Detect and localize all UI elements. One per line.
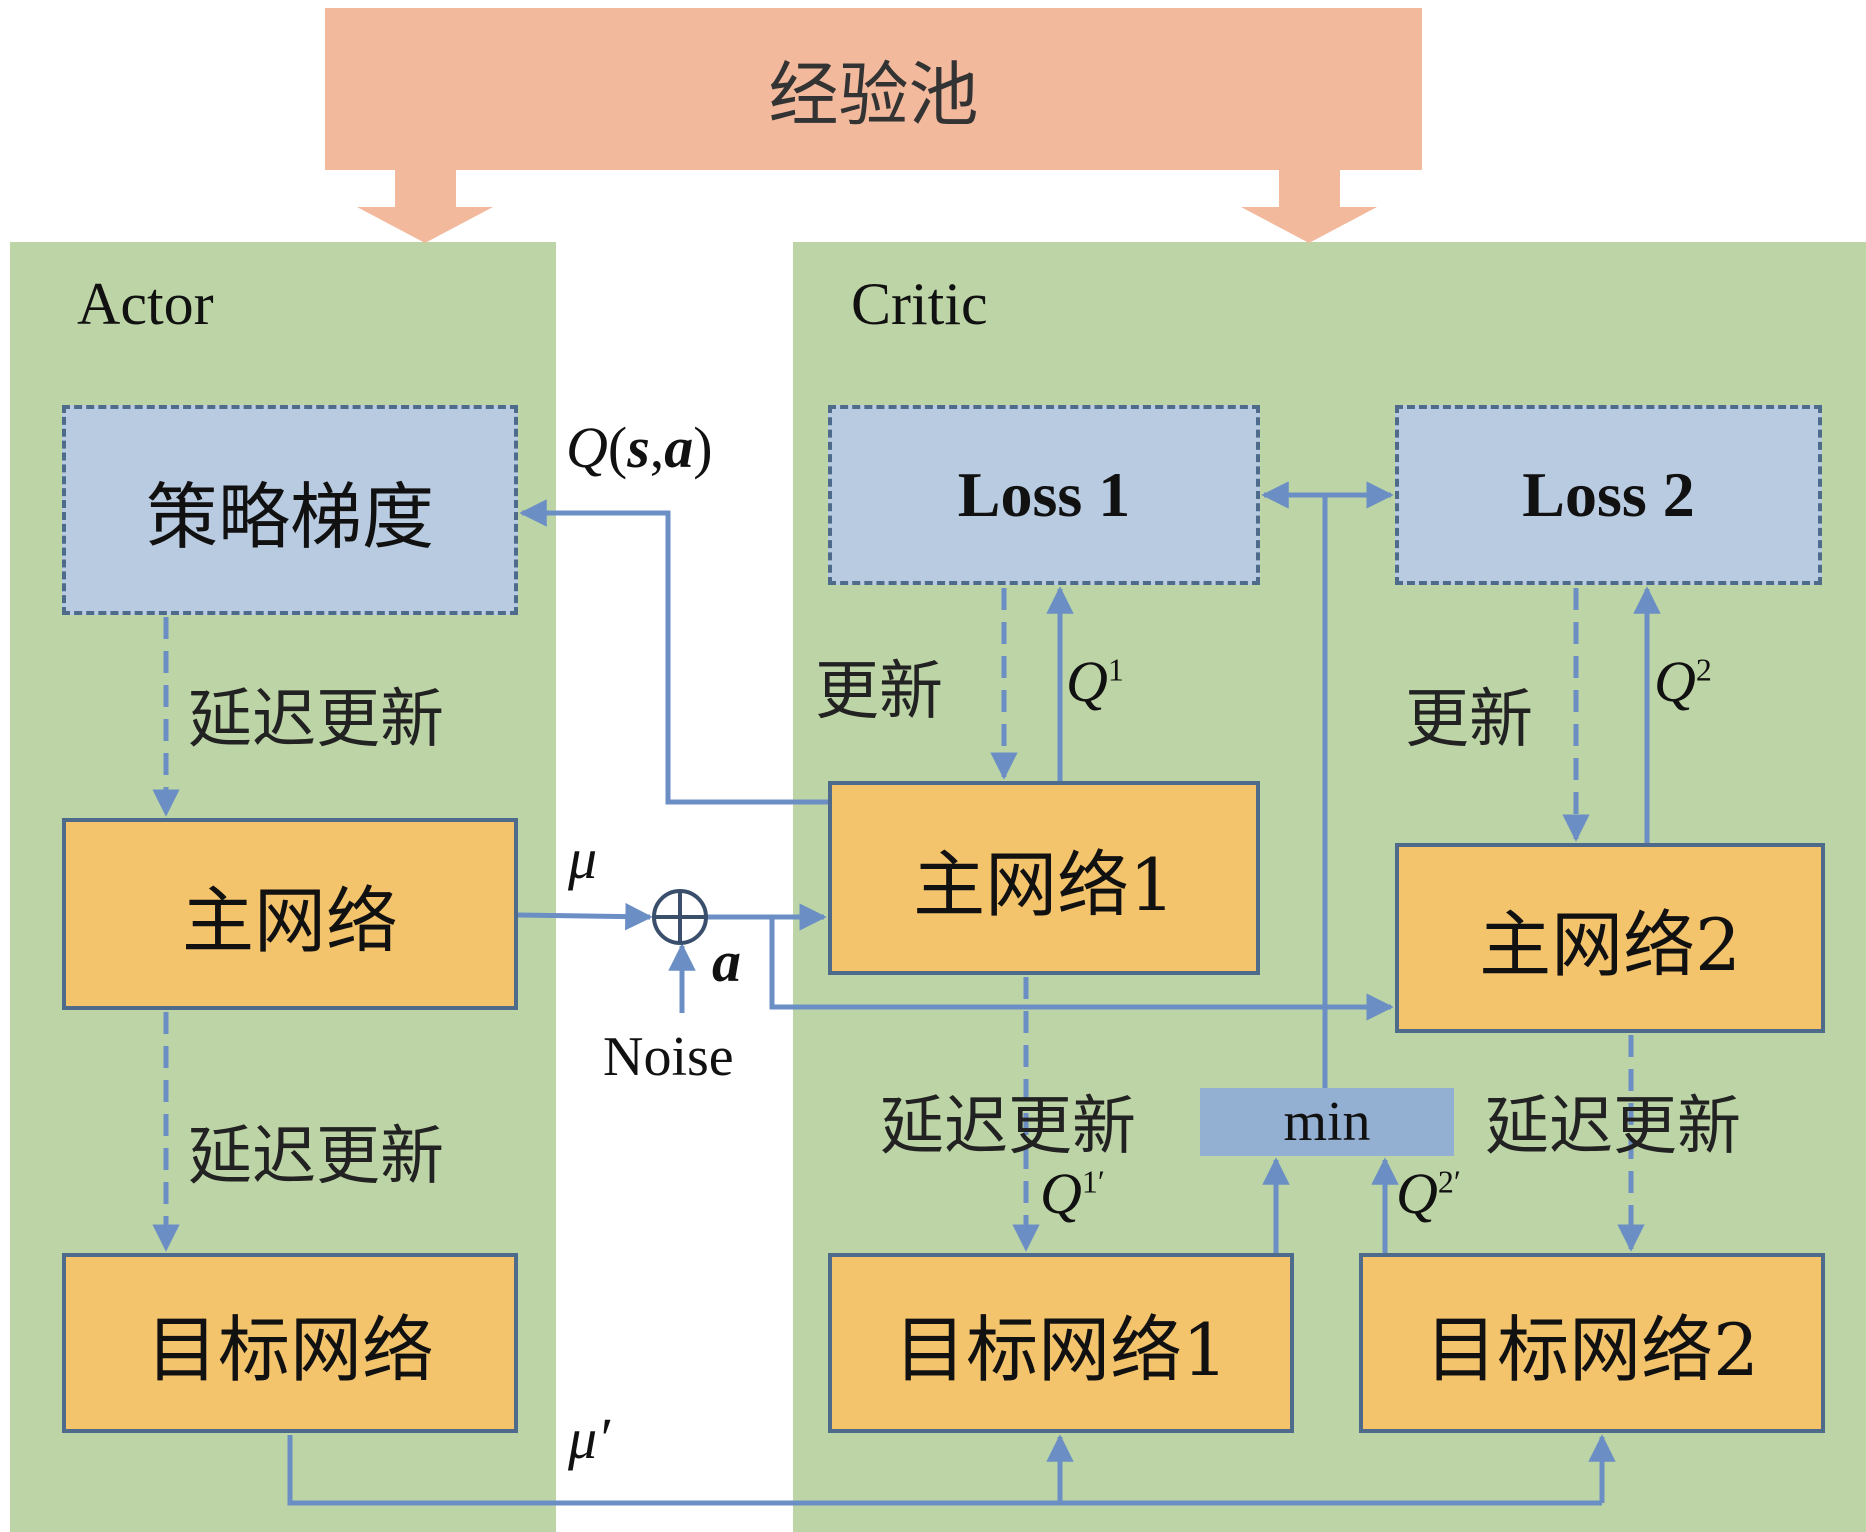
q1-base: Q (1066, 649, 1108, 714)
critic2-update-label: 更新 (1405, 683, 1533, 757)
actor-target-network-label: 目标网络 (145, 1307, 434, 1392)
loss1-box: Loss 1 (828, 405, 1260, 585)
critic-main-network1-box: 主网络1 (828, 781, 1260, 975)
critic-target-network2-box: 目标网络2 (1359, 1253, 1825, 1433)
loss2-label: Loss 2 (1522, 459, 1695, 530)
pool-to-actor-arrow (357, 170, 493, 243)
loss2-box: Loss 2 (1395, 405, 1822, 585)
mu-label: μ (568, 826, 598, 891)
critic-main-network2-box: 主网络2 (1395, 843, 1825, 1033)
q-sa-s: s (627, 415, 650, 480)
policy-gradient-box: 策略梯度 (62, 405, 518, 615)
q2-prime-label: Q2′ (1396, 1160, 1461, 1227)
mu-arrow (517, 902, 653, 931)
mu-prime-line (287, 1435, 1602, 1506)
pool-to-critic-arrow (1241, 170, 1377, 243)
actor-delayed-update-label-1: 延迟更新 (188, 683, 444, 757)
q-sa-close: ) (693, 415, 713, 480)
critic-main-network1-label: 主网络1 (913, 842, 1175, 927)
critic-title: Critic (851, 271, 988, 337)
experience-pool: 经验池 (325, 8, 1422, 170)
q2-label: Q2 (1654, 648, 1712, 715)
q-sa-a: a (664, 415, 694, 480)
q1-label: Q1 (1066, 648, 1124, 715)
actor-title: Actor (77, 271, 214, 337)
critic-target-network1-label: 目标网络1 (894, 1307, 1228, 1392)
critic1-delayed-update-label: 延迟更新 (880, 1090, 1136, 1164)
circle-plus-icon (652, 889, 708, 945)
action-a-label: a (712, 929, 741, 994)
actor-target-network-box: 目标网络 (62, 1253, 518, 1433)
mu-prime-label: μ′ (568, 1406, 610, 1471)
action-to-main2-arrow (769, 917, 1394, 1021)
critic-main-network2-label: 主网络2 (1479, 902, 1741, 987)
q1-prime-label: Q1′ (1040, 1160, 1105, 1227)
actor-main-network-box: 主网络 (62, 818, 518, 1010)
q-sa-open: ( (607, 415, 628, 480)
q2-sup: 2 (1695, 652, 1712, 688)
experience-pool-label: 经验池 (768, 53, 979, 136)
q2-base: Q (1654, 649, 1696, 714)
q2-prime-base: Q (1396, 1161, 1438, 1226)
actor-delayed-update-label-2: 延迟更新 (188, 1120, 444, 1194)
critic-target-network1-box: 目标网络1 (828, 1253, 1294, 1433)
critic2-delayed-update-label: 延迟更新 (1485, 1090, 1741, 1164)
critic-target-network2-label: 目标网络2 (1425, 1307, 1759, 1392)
min-box: min (1200, 1088, 1454, 1156)
q1-prime-base: Q (1040, 1161, 1082, 1226)
q-value-to-policy-arrow (519, 499, 828, 805)
actor-main-network-label: 主网络 (181, 878, 398, 963)
q1-sup: 1 (1107, 652, 1124, 688)
loss1-label: Loss 1 (957, 459, 1131, 530)
noise-label: Noise (603, 1026, 734, 1088)
policy-gradient-label: 策略梯度 (145, 474, 434, 559)
q1-prime-sup: 1′ (1081, 1164, 1105, 1200)
min-label: min (1283, 1091, 1371, 1153)
q-sa-comma: , (649, 415, 665, 480)
q-sa-q: Q (566, 415, 608, 480)
q2-prime-sup: 2′ (1437, 1164, 1461, 1200)
critic1-update-label: 更新 (815, 655, 943, 729)
q-sa-label: Q(s,a) (566, 414, 713, 481)
